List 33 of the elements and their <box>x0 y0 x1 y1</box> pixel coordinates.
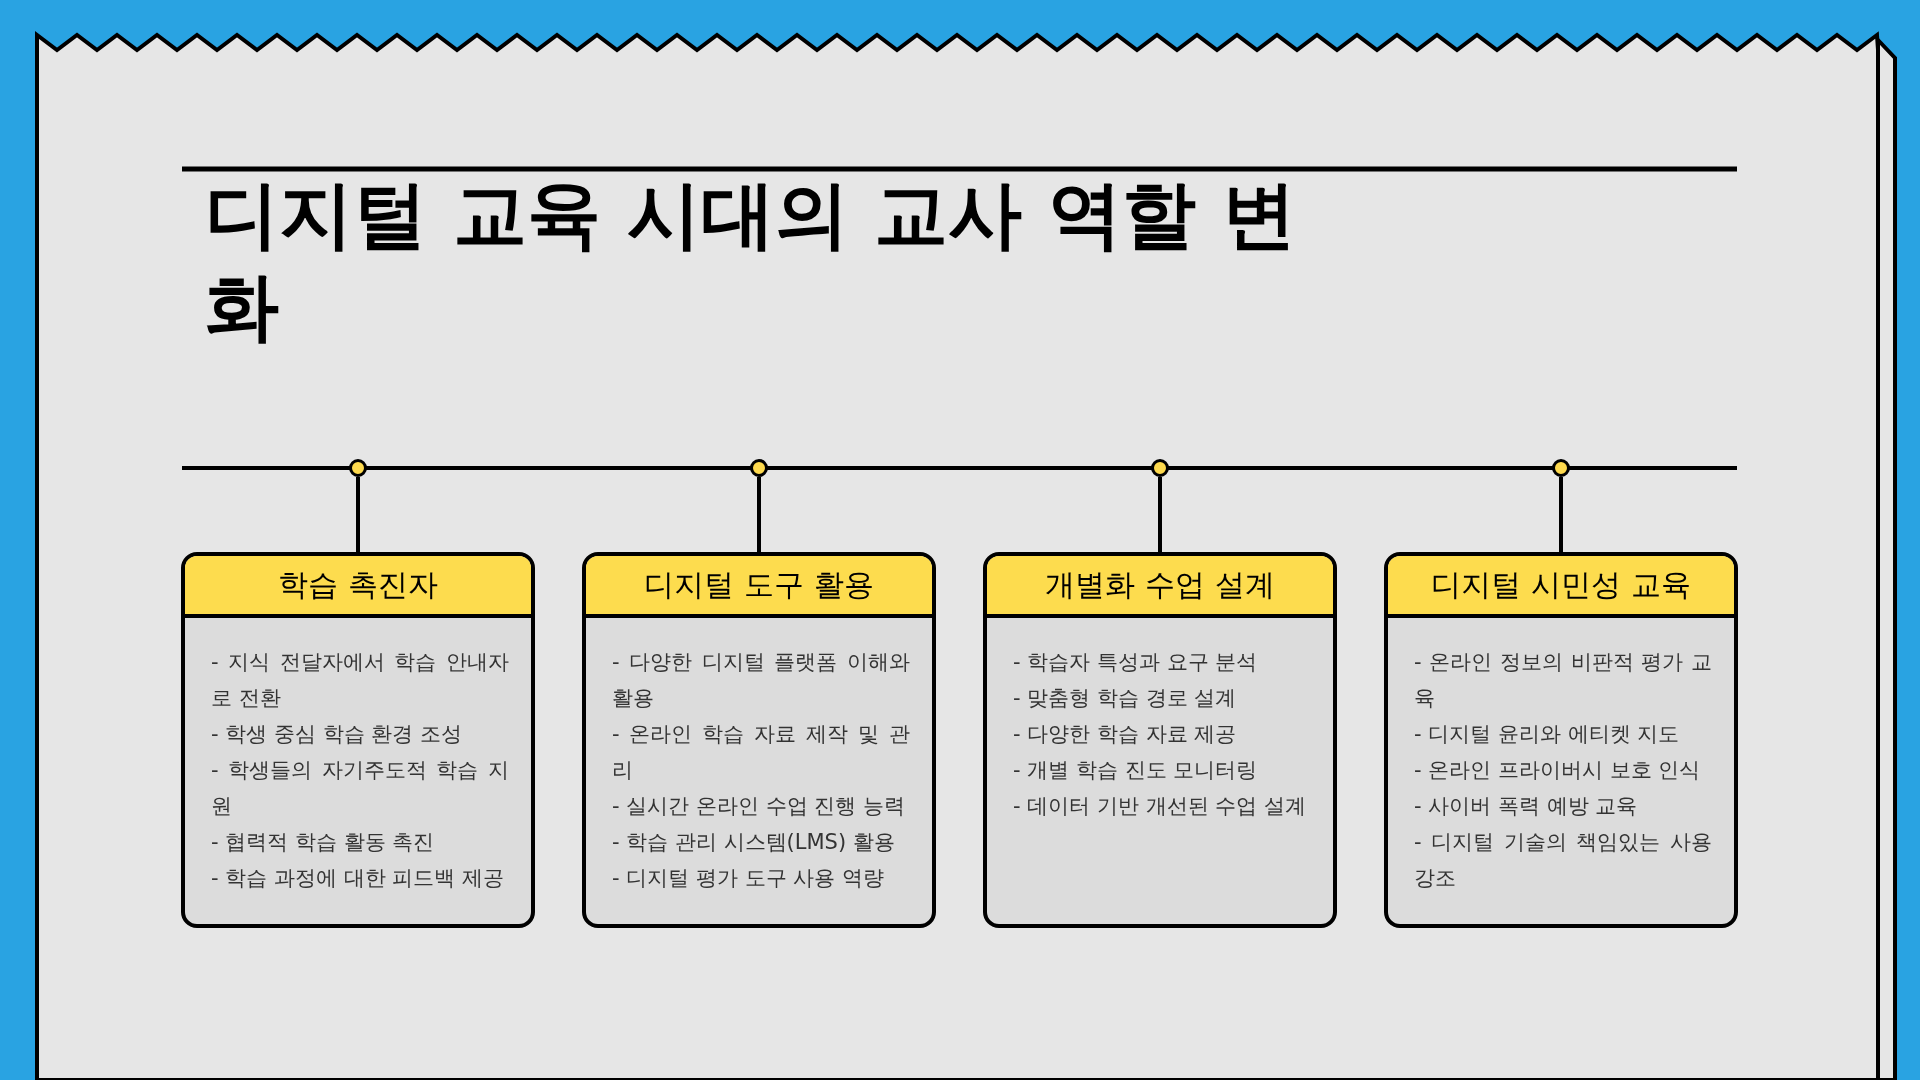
connector-line <box>1158 477 1162 552</box>
list-item: - 협력적 학습 활동 촉진 <box>211 829 436 856</box>
card-header: 디지털 시민성 교육 <box>1388 556 1734 618</box>
connector-line <box>356 477 360 552</box>
list-item: - 개별 학습 진도 모니터링 <box>1013 757 1259 784</box>
card-header: 개별화 수업 설계 <box>987 556 1333 618</box>
list-item: - 온라인 프라이버시 보호 인식 <box>1414 757 1702 784</box>
list-item: - 다양한 디지털 플랫폼 이해와 활용 <box>612 649 910 712</box>
list-item: - 실시간 온라인 수업 진행 능력 <box>612 793 906 820</box>
card <box>1384 552 1738 928</box>
list-item: - 사이버 폭력 예방 교육 <box>1414 793 1639 820</box>
list-item: - 데이터 기반 개선된 수업 설계 <box>1013 793 1307 820</box>
list-item: - 학습자 특성과 요구 분석 <box>1013 649 1259 676</box>
list-item: - 학습 과정에 대한 피드백 제공 <box>211 865 505 892</box>
card-header: 학습 촉진자 <box>185 556 531 618</box>
list-item: - 지식 전달자에서 학습 안내자로 전환 <box>211 649 509 712</box>
card <box>983 552 1337 928</box>
connector-line <box>1559 477 1563 552</box>
card <box>582 552 936 928</box>
title: 디지털 교육 시대의 교사 역할 변화 <box>205 170 1297 351</box>
list-item: - 맞춤형 학습 경로 설계 <box>1013 685 1238 712</box>
list-item: - 디지털 평가 도구 사용 역량 <box>612 865 885 892</box>
card <box>181 552 535 928</box>
list-item: - 디지털 기술의 책임있는 사용 강조 <box>1414 829 1712 892</box>
list-item: - 학생들의 자기주도적 학습 지원 <box>211 757 509 820</box>
connector-line <box>757 477 761 552</box>
list-item: - 학습 관리 시스템(LMS) 활용 <box>612 829 896 856</box>
list-item: - 디지털 윤리와 에티켓 지도 <box>1414 721 1681 748</box>
list-item: - 온라인 정보의 비판적 평가 교육 <box>1414 649 1712 712</box>
list-item: - 온라인 학습 자료 제작 및 관리 <box>612 721 910 784</box>
card-header: 디지털 도구 활용 <box>586 556 932 618</box>
list-item: - 학생 중심 학습 환경 조성 <box>211 721 463 748</box>
list-item: - 다양한 학습 자료 제공 <box>1013 721 1238 748</box>
